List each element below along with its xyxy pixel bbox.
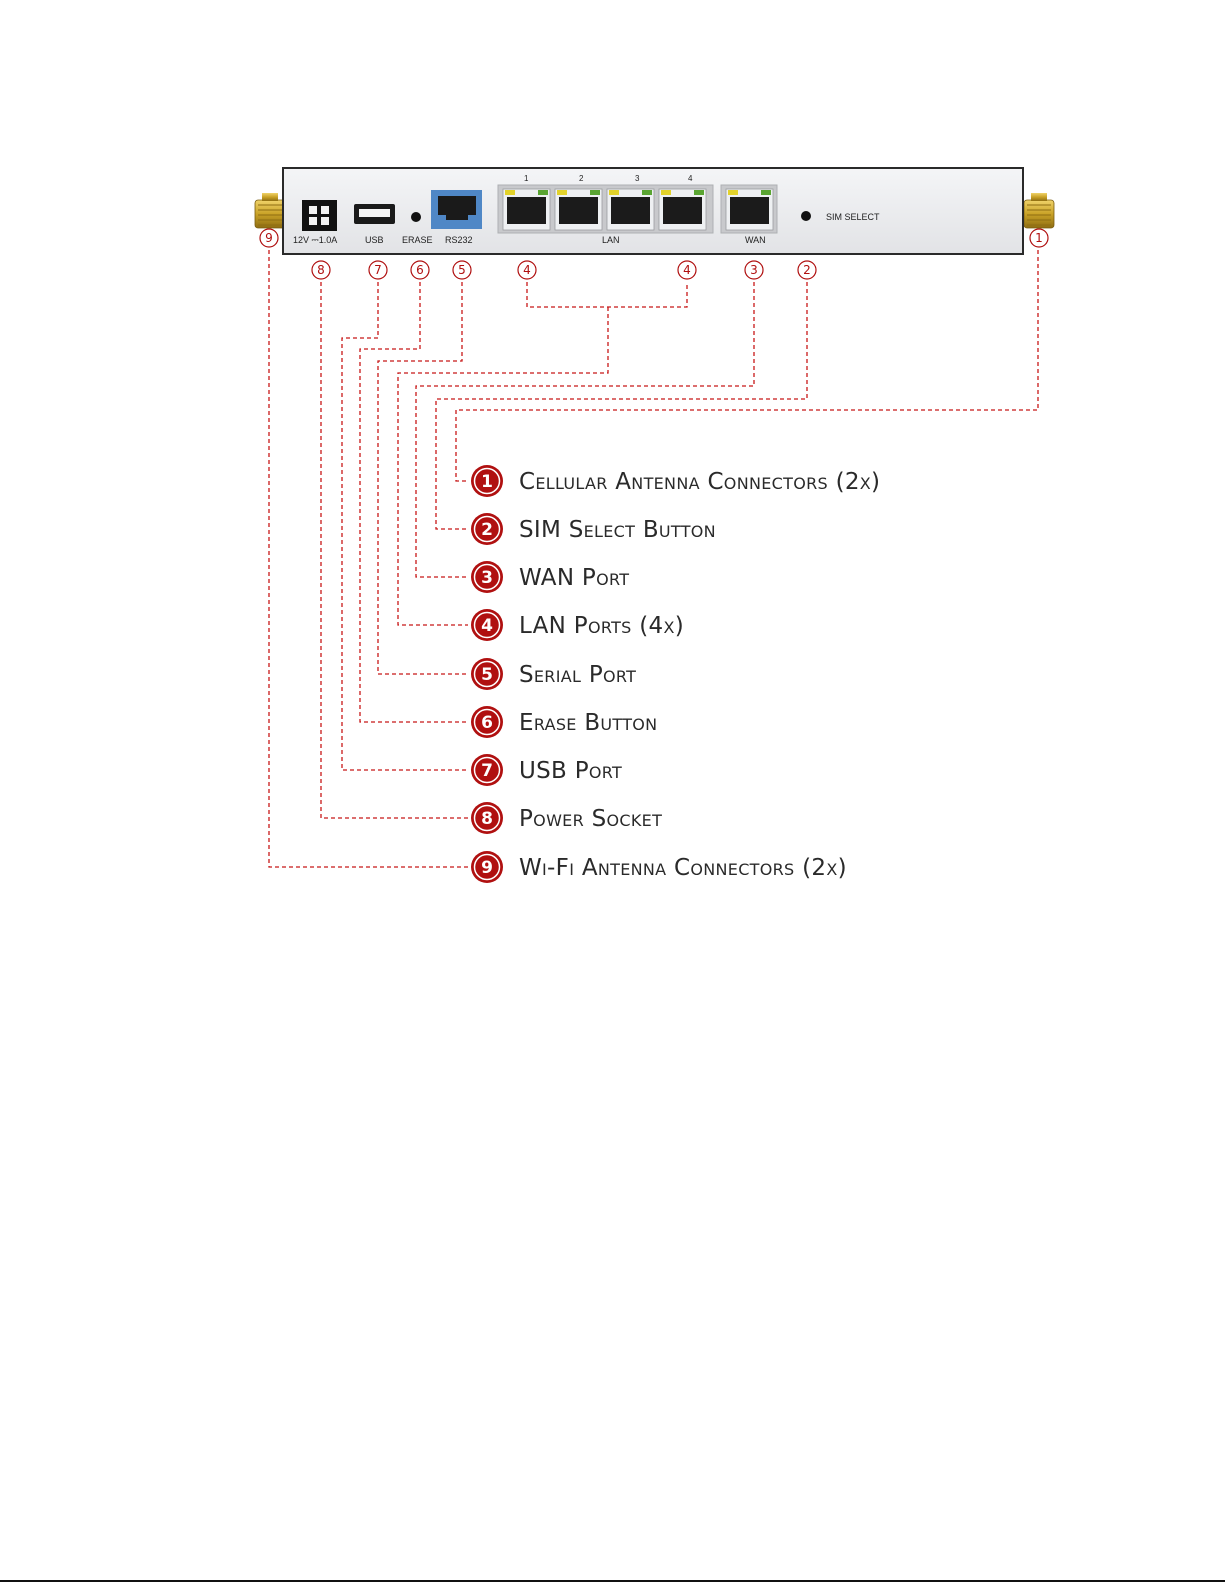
legend-item-9: 9 Wi-Fi Antenna Connectors (2x): [471, 851, 847, 883]
lan-port-number-4: 4: [688, 174, 693, 183]
legend: 1 Cellular Antenna Connectors (2x) 2 SIM…: [471, 465, 880, 883]
svg-text:5: 5: [481, 665, 493, 685]
svg-text:7: 7: [374, 263, 382, 277]
svg-text:1: 1: [1035, 231, 1043, 245]
leader-line-4-bracket: [527, 282, 687, 307]
legend-label-7: USB Port: [519, 758, 622, 784]
legend-item-3: 3 WAN Port: [471, 561, 629, 593]
svg-text:4: 4: [481, 616, 493, 636]
legend-item-7: 7 USB Port: [471, 754, 622, 786]
leader-line-9: [269, 250, 468, 867]
lan-port-3[interactable]: [607, 189, 654, 230]
leader-line-8: [321, 282, 468, 818]
callout-7: 7: [369, 261, 387, 279]
svg-text:4: 4: [523, 263, 531, 277]
lan-port-2[interactable]: [555, 189, 602, 230]
leader-line-6: [360, 282, 468, 722]
callout-5: 5: [453, 261, 471, 279]
svg-text:2: 2: [803, 263, 811, 277]
lan-port-number-1: 1: [524, 174, 529, 183]
svg-text:5: 5: [458, 263, 466, 277]
legend-label-1: Cellular Antenna Connectors (2x): [519, 469, 880, 495]
usb-port: [354, 204, 395, 224]
leader-lines: [269, 250, 1038, 867]
lan-port-number-3: 3: [635, 174, 640, 183]
svg-text:1: 1: [481, 472, 493, 492]
legend-item-2: 2 SIM Select Button: [471, 513, 716, 545]
leader-line-5: [378, 282, 468, 674]
erase-label: ERASE: [402, 235, 433, 245]
callout-1: 1: [1030, 229, 1048, 247]
callout-9: 9: [260, 229, 278, 247]
callout-8: 8: [312, 261, 330, 279]
callout-6: 6: [411, 261, 429, 279]
sim-select-label: SIM SELECT: [826, 212, 880, 222]
leader-line-7: [342, 282, 468, 770]
svg-text:6: 6: [416, 263, 424, 277]
usb-label: USB: [365, 235, 384, 245]
svg-text:4: 4: [683, 263, 691, 277]
power-label: 12V ⎓1.0A: [293, 235, 337, 245]
svg-text:7: 7: [481, 761, 493, 781]
cellular-antenna-connector: [1024, 193, 1054, 228]
leader-line-1: [456, 250, 1038, 481]
svg-text:6: 6: [481, 713, 493, 733]
callout-4-left: 4: [518, 261, 536, 279]
legend-label-9: Wi-Fi Antenna Connectors (2x): [519, 855, 847, 881]
lan-port-4[interactable]: [659, 189, 706, 230]
legend-label-3: WAN Port: [519, 565, 629, 591]
lan-port-1[interactable]: [503, 189, 550, 230]
svg-text:8: 8: [481, 809, 493, 829]
svg-text:3: 3: [750, 263, 758, 277]
svg-text:8: 8: [317, 263, 325, 277]
serial-label: RS232: [445, 235, 473, 245]
serial-port: [431, 190, 482, 229]
legend-item-1: 1 Cellular Antenna Connectors (2x): [471, 465, 880, 497]
callout-2: 2: [798, 261, 816, 279]
legend-label-8: Power Socket: [519, 806, 662, 832]
legend-label-6: Erase Button: [519, 710, 657, 736]
svg-text:9: 9: [265, 231, 273, 245]
legend-item-6: 6 Erase Button: [471, 706, 657, 738]
legend-item-5: 5 Serial Port: [471, 658, 636, 690]
legend-label-5: Serial Port: [519, 662, 636, 688]
legend-label-2: SIM Select Button: [519, 517, 716, 543]
callout-4-right: 4: [678, 261, 696, 279]
sim-select-button[interactable]: [801, 211, 811, 221]
wan-port[interactable]: [726, 189, 773, 230]
lan-label: LAN: [602, 235, 620, 245]
legend-item-4: 4 LAN Ports (4x): [471, 609, 684, 641]
legend-label-4: LAN Ports (4x): [519, 613, 684, 639]
callout-3: 3: [745, 261, 763, 279]
legend-item-8: 8 Power Socket: [471, 802, 662, 834]
svg-text:9: 9: [481, 858, 493, 878]
power-socket: [302, 200, 337, 231]
wan-label: WAN: [745, 235, 766, 245]
erase-button[interactable]: [411, 212, 421, 222]
svg-text:3: 3: [481, 568, 493, 588]
wifi-antenna-connector: [255, 193, 285, 228]
lan-port-number-2: 2: [579, 174, 584, 183]
svg-text:2: 2: [481, 520, 493, 540]
page-bottom-rule: [0, 1580, 1225, 1582]
